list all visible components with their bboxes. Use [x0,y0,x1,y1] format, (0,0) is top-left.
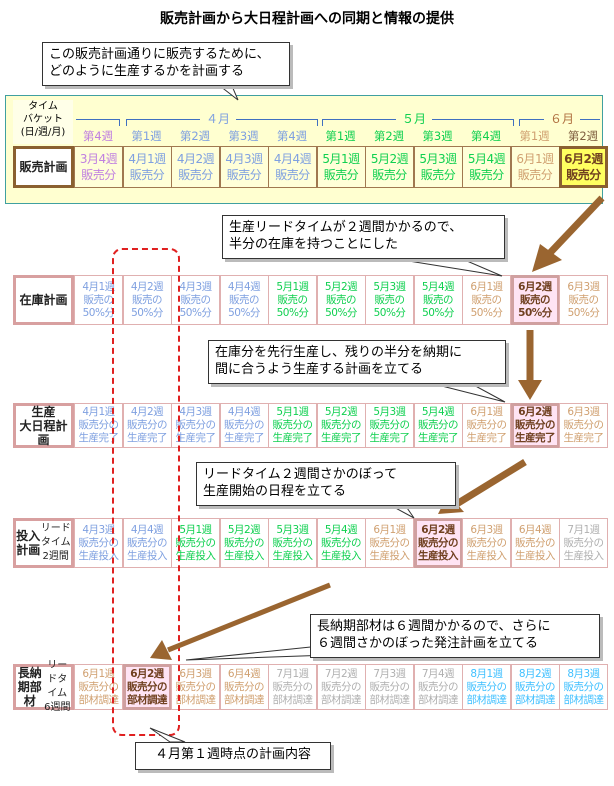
plan-cell: 4月3週 販売分の 生産投入 [74,518,123,568]
week-header: 第2週 [567,129,599,143]
plan-cell: 4月3週 販売分 [219,146,269,188]
month-june: ６月 [544,110,581,127]
row-label-text: 投入計画 [16,529,41,557]
plan-cell: 6月3週 販売分の 生産投入 [462,518,511,568]
plan-cell: 5月3週 販売分の 生産完了 [365,403,414,448]
plan-cell: 4月4週 販売分の 生産投入 [122,518,172,568]
plan-cell: 6月1週 販売の 50%分 [462,275,511,325]
plan-cell: 5月2週 販売の 50%分 [316,275,366,325]
plan-cell: 6月4週 販売分の 部材調達 [219,664,269,710]
plan-cell-highlighted: 6月2週 販売分の 生産完了 [510,403,560,448]
plan-cell: 5月4週 販売分 [462,146,511,188]
plan-cell-highlighted: 6月2週 販売の 50%分 [510,275,560,325]
plan-cell: 8月2週 販売分の 部材調達 [510,664,560,710]
row-label-text: 生産 大日程計画 [19,404,68,447]
week-header: 第1週 [131,129,162,143]
plan-cell: 4月2週 販売の 50%分 [122,275,172,325]
plan-cell: 7月3週 販売分の 部材調達 [365,664,414,710]
arrow-production-to-input [453,459,527,508]
plan-cell-highlighted: 6月2週 販売分の 生産投入 [413,518,463,568]
plan-cell: 6月3週 販売分の 生産完了 [559,403,608,448]
plan-cell: 6月1週 販売分の 生産投入 [365,518,414,568]
month-april: ４月 [200,110,237,127]
plan-cell: 6月1週 販売分 [510,146,560,188]
plan-cell: 4月4週 販売分 [268,146,317,188]
plan-cell: 4月4週 販売分の 生産完了 [219,403,269,448]
month-may: ５月 [396,110,433,127]
callout-production: 在庫分を先行生産し、残りの半分を納期に 間に合うよう生産する計画を立てる [208,340,506,384]
row-label-text: 販売計画 [19,160,68,174]
plan-cell: 4月4週 販売の 50%分 [219,275,269,325]
plan-cell: 6月3週 販売分の 部材調達 [171,664,220,710]
row-label-long: 長納期部材リードタイム 6週間 [13,660,74,713]
plan-cell: 7月4週 販売分の 部材調達 [413,664,463,710]
week-header: 第4週 [276,129,308,143]
plan-cell-highlighted: 6月2週 販売分 [559,146,608,188]
arrow-input-to-longlead [167,582,331,653]
plan-cell: 4月2週 販売分 [171,146,220,188]
plan-cell: 5月2週 販売分の 生産投入 [219,518,269,568]
callout-pointer [389,504,415,519]
plan-cell: 6月1週 販売分の 部材調達 [74,664,123,710]
row-label-sub: リードタイム 2週間 [40,523,71,562]
week-header: 第2週 [179,129,211,143]
week-header: 第4週 [82,129,114,143]
row-label-text: 長納期部材 [17,666,42,708]
april-week1-highlight-box [112,248,180,736]
plan-cell: 5月3週 販売分 [413,146,463,188]
week-header: 第2週 [373,129,405,143]
callout-pointer [429,382,506,403]
callout-pointer [389,257,503,277]
row-label-input: 投入計画リードタイム 2週間 [13,518,74,568]
plan-cell: 4月1週 販売分 [122,146,172,188]
plan-cell: 5月4週 販売の 50%分 [413,275,463,325]
row-label-inv: 在庫計画 [13,275,74,325]
time-bucket-label: タイム バケット (日/週/月) [13,100,73,144]
plan-cell: 5月3週 販売の 50%分 [365,275,414,325]
plan-cell: 5月1週 販売分 [316,146,366,188]
plan-cell: 6月3週 販売の 50%分 [559,275,608,325]
plan-cell: 5月4週 販売分の 生産完了 [413,403,463,448]
plan-cell: 7月2週 販売分の 部材調達 [316,664,366,710]
plan-cell: 3月4週 販売分 [74,146,123,188]
callout-april-week1: ４月第１週時点の計画内容 [135,742,331,770]
week-header: 第3週 [422,129,453,143]
week-header: 第1週 [519,129,550,143]
callout-pointer [185,644,331,661]
plan-cell: 8月1週 販売分の 部材調達 [462,664,511,710]
row-label-sales: 販売計画 [13,146,74,188]
callout-pointer [218,85,239,101]
week-header: 第4週 [470,129,502,143]
plan-cell: 4月1週 販売の 50%分 [74,275,123,325]
callout-input: リードタイム２週間さかのぼって 生産開始の日程を立てる [196,462,456,506]
plan-cell: 5月2週 販売分の 生産完了 [316,403,366,448]
plan-cell: 6月4週 販売分の 生産投入 [510,518,560,568]
week-header: 第3週 [228,129,259,143]
callout-pointer [149,727,186,743]
plan-cell: 4月2週 販売分の 生産完了 [122,403,172,448]
plan-cell-highlighted: 6月2週 販売分の 部材調達 [122,664,172,710]
callout-long-lead: 長納期部材は６週間かかるので、さらに ６週間さかのぼった発注計画を立てる [310,614,600,658]
row-label-prod: 生産 大日程計画 [13,403,74,448]
plan-cell: 6月1週 販売分の 生産完了 [462,403,511,448]
plan-cell: 5月4週 販売分の 生産投入 [316,518,366,568]
row-label-sub: リードタイム 6週間 [44,660,71,713]
plan-cell: 5月2週 販売分 [365,146,414,188]
callout-sales-plan: この販売計画通りに販売するために、 どのように生産するかを計画する [42,42,290,86]
week-header: 第1週 [325,129,356,143]
plan-cell: 8月3週 販売分の 部材調達 [559,664,608,710]
callout-inventory: 生産リードタイムが２週間かかるので、 半分の在庫を持つことにした [222,215,505,259]
page-title: 販売計画から大日程計画への同期と情報の提供 [160,11,454,27]
row-label-text: 在庫計画 [19,293,68,307]
plan-cell: 4月1週 販売分の 生産完了 [74,403,123,448]
plan-cell: 7月1週 販売分の 生産投入 [559,518,608,568]
arrow-sales-to-inventory [545,195,605,258]
